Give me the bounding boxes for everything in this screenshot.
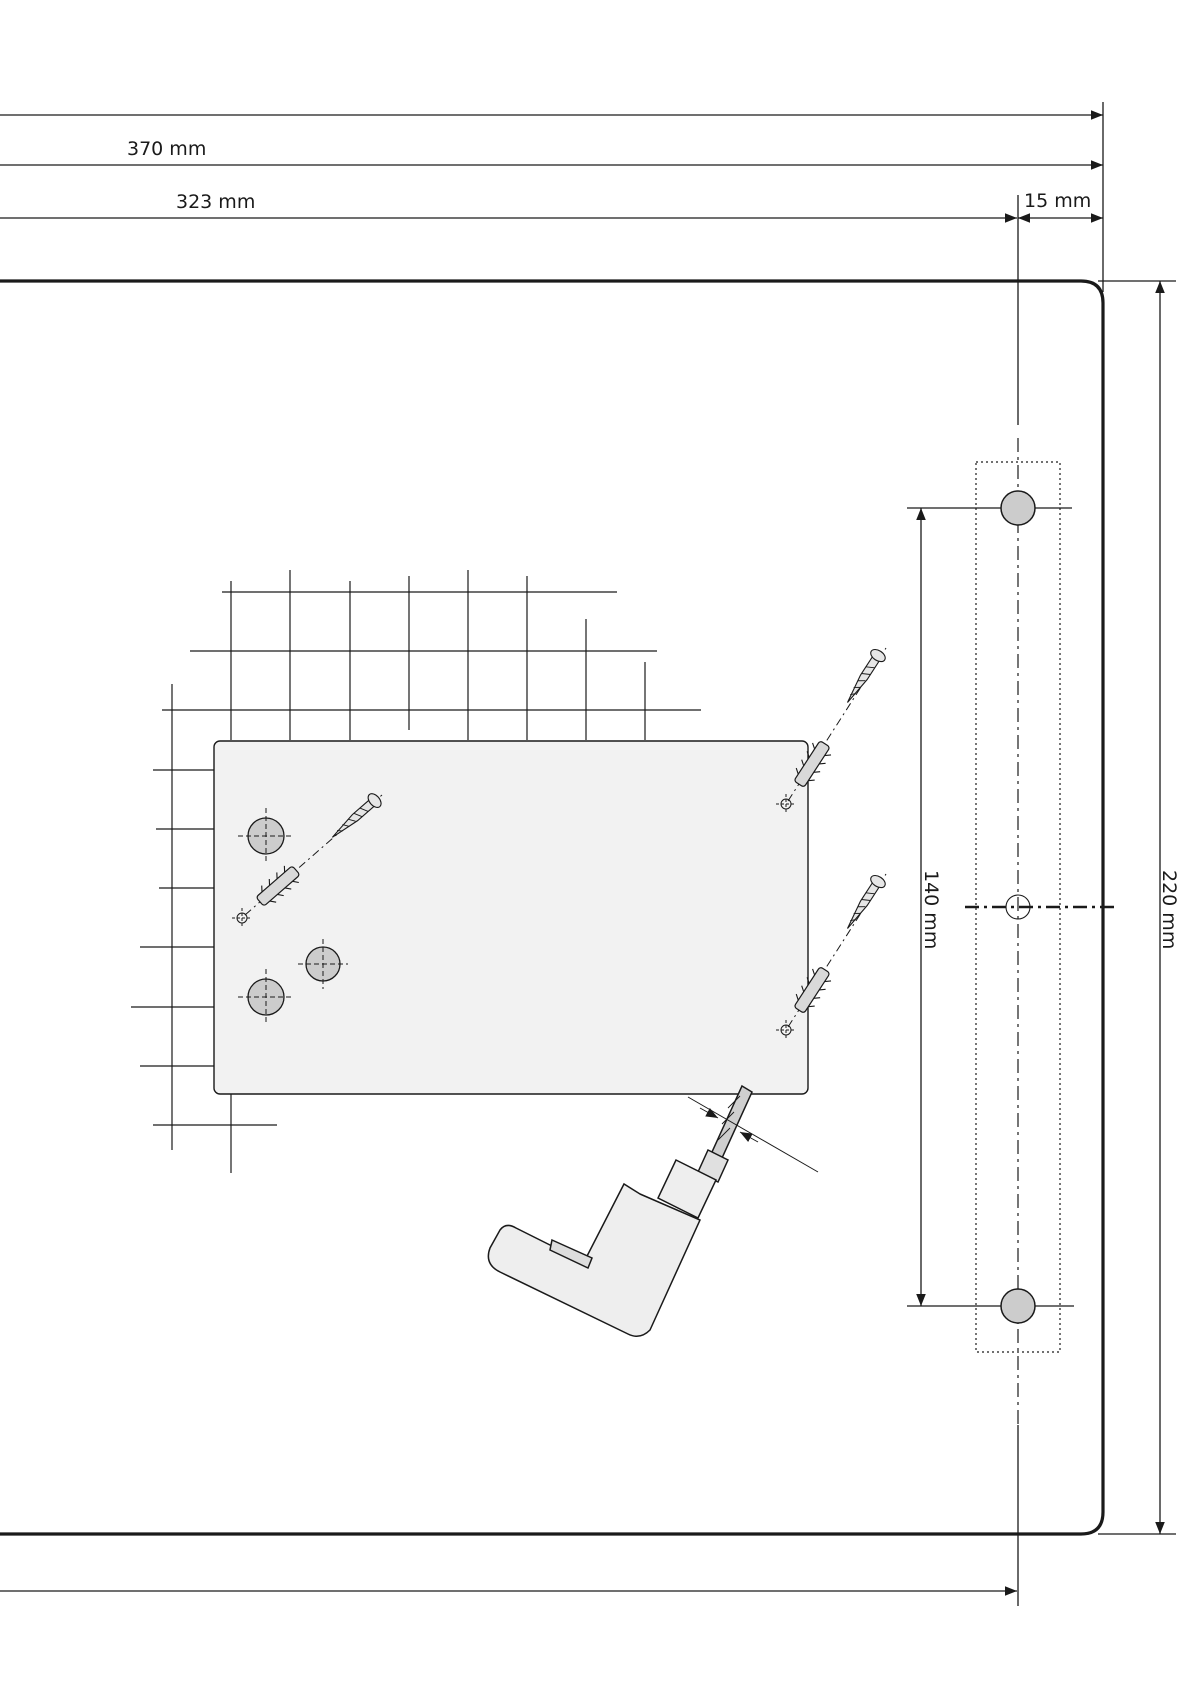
screw-plug-set-top-right: [788, 647, 887, 801]
bracket-hole-top: [1001, 491, 1035, 525]
drill-body: [488, 1184, 700, 1336]
dimension-lines-right: [907, 281, 1176, 1534]
dim-label-323: 323 mm: [176, 191, 255, 213]
mounting-bracket-icon: [965, 438, 1118, 1425]
screw-icon: [841, 647, 888, 707]
dim-label-140: 140 mm: [920, 870, 942, 949]
screw-icon: [841, 873, 888, 933]
wall-panel-template: [214, 741, 808, 1094]
bracket-hole-bottom: [1001, 1289, 1035, 1323]
dim-label-15: 15 mm: [1024, 190, 1091, 212]
dim-label-220: 220 mm: [1158, 870, 1180, 949]
dim-label-370: 370 mm: [127, 138, 206, 160]
drill-icon: [488, 1086, 818, 1336]
dimension-lines-bottom: [0, 1425, 1018, 1606]
